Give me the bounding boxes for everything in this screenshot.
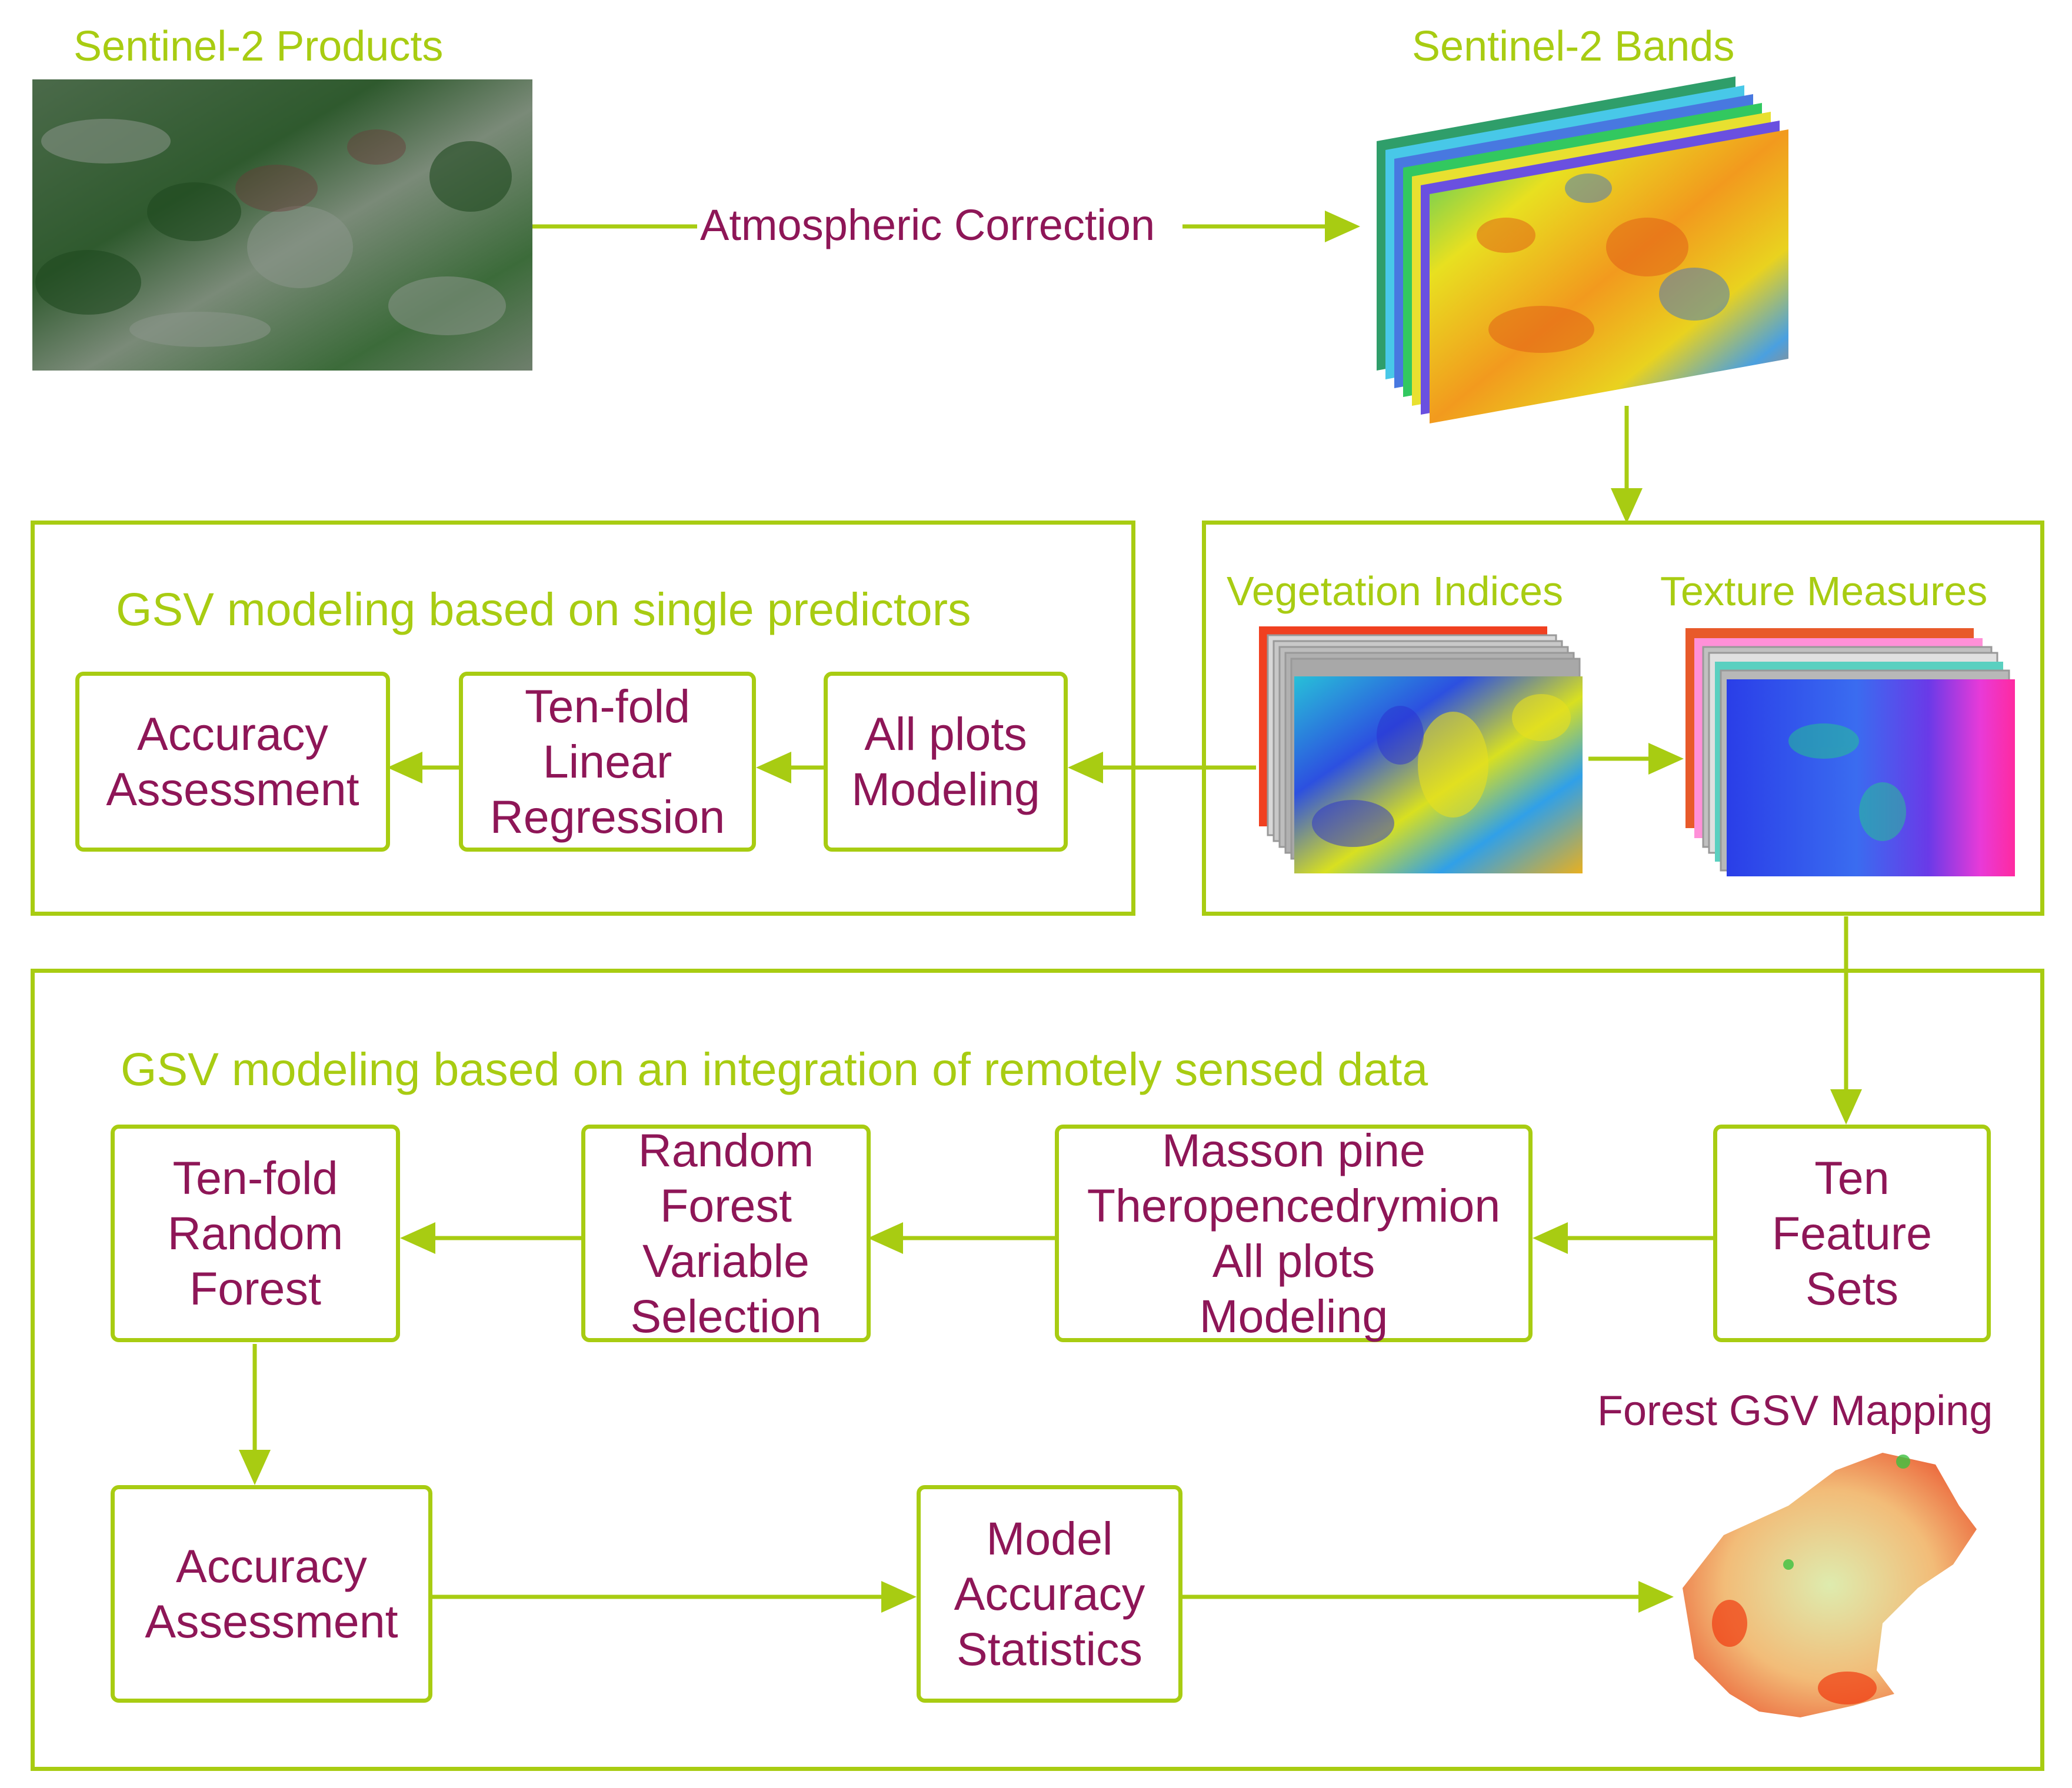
ten-feature-sets-box: Ten Feature Sets <box>1713 1125 1991 1342</box>
single-accuracy-assessment-box: Accuracy Assessment <box>75 672 390 852</box>
single-predictors-section <box>31 521 1135 916</box>
tenfold-random-forest-box: Ten-fold Random Forest <box>111 1125 400 1342</box>
tenfold-linear-regression-box: Ten-fold Linear Regression <box>459 672 756 852</box>
texture-measures-title: Texture Measures <box>1660 568 1988 614</box>
all-plots-modeling-label: All plots Modeling <box>851 708 1040 815</box>
integration-title: GSV modeling based on an integration of … <box>121 1043 1428 1095</box>
texture-measures-stack <box>1685 628 2015 876</box>
single-predictors-title: GSV modeling based on single predictors <box>116 583 971 635</box>
sentinel-products-image <box>32 79 532 371</box>
rf-variable-selection-box: Random Forest Variable Selection <box>581 1124 871 1342</box>
forest-gsv-map <box>1683 1453 1977 1717</box>
integration-accuracy-assessment-label: Accuracy Assessment <box>145 1540 398 1647</box>
connector-lines <box>252 224 1848 1599</box>
single-accuracy-assessment-label: Accuracy Assessment <box>106 708 359 815</box>
rf-variable-selection-label: Random Forest Variable Selection <box>630 1124 822 1342</box>
vegetation-indices-stack <box>1259 626 1583 873</box>
ten-feature-sets-label: Ten Feature Sets <box>1771 1152 1933 1315</box>
arrow-heads <box>239 211 1862 1613</box>
atmospheric-correction-label: Atmospheric Correction <box>700 201 1155 249</box>
tenfold-linear-regression-label: Ten-fold Linear Regression <box>489 680 725 843</box>
sentinel-bands-stack <box>1377 76 1788 423</box>
feature-extraction-section <box>1202 521 2044 916</box>
tenfold-random-forest-label: Ten-fold Random Forest <box>167 1152 344 1315</box>
integration-accuracy-assessment-box: Accuracy Assessment <box>111 1485 432 1703</box>
sentinel-bands-title: Sentinel-2 Bands <box>1412 23 1735 70</box>
forest-gsv-mapping-title: Forest GSV Mapping <box>1597 1387 1993 1435</box>
model-accuracy-statistics-label: Model Accuracy Statistics <box>954 1512 1145 1675</box>
vegetation-indices-title: Vegetation Indices <box>1227 568 1564 614</box>
masson-pine-modeling-box: Masson pine Theropencedrymion All plots … <box>1055 1124 1533 1342</box>
integration-section <box>31 969 2044 1771</box>
model-accuracy-statistics-box: Model Accuracy Statistics <box>917 1485 1182 1703</box>
masson-pine-modeling-label: Masson pine Theropencedrymion All plots … <box>1087 1124 1501 1342</box>
sentinel-products-title: Sentinel-2 Products <box>74 23 444 70</box>
all-plots-modeling-box: All plots Modeling <box>824 672 1068 852</box>
